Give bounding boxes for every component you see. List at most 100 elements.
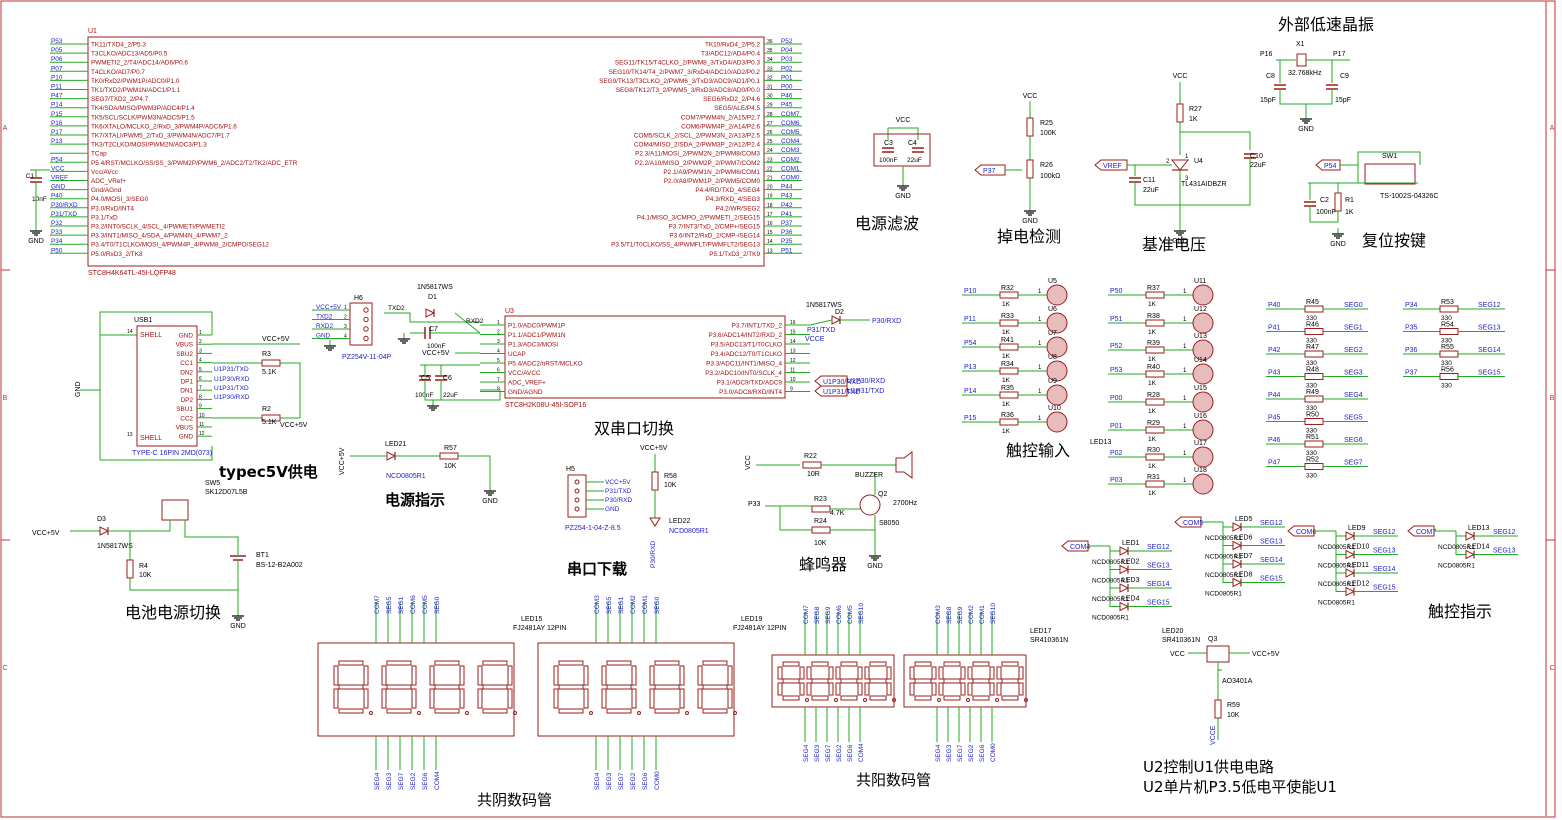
r27-val: 1K <box>1189 116 1198 123</box>
usb-pin-num: 7 <box>199 385 202 391</box>
touch-pin: 1 <box>1183 289 1187 295</box>
u1-left-net: GND <box>51 184 66 191</box>
touch-pad-ref: U17 <box>1194 440 1207 447</box>
touch-pad <box>1046 411 1068 433</box>
frame-row-label: A <box>1550 125 1555 132</box>
u1-pin-num: 29 <box>767 103 773 109</box>
segres-seg: SEG6 <box>1344 437 1363 444</box>
digit-dp <box>369 711 373 715</box>
tled-wire <box>1335 531 1346 592</box>
usb-pin-num: 11 <box>199 422 204 428</box>
u3-ref: U3 <box>505 308 514 315</box>
u3-txd2: TXD2 <box>388 305 405 312</box>
u1-right-net: P46 <box>781 93 793 100</box>
u3-gnd-wire <box>441 389 501 401</box>
touch-indicator-block: COM4LED1NCD0805R1SEG12LED2NCD0805R1SEG13… <box>1061 516 1518 622</box>
u1-pin-num: 15 <box>767 230 773 236</box>
touch-res-ref: R40 <box>1147 364 1160 371</box>
d2-ref: D2 <box>835 309 844 316</box>
u3-body <box>504 315 786 399</box>
tled-diode <box>1465 531 1476 541</box>
r58-resistor <box>651 471 659 491</box>
digit-dp <box>937 698 941 702</box>
u1-body <box>87 36 765 267</box>
touch-res-val: 1K <box>1002 428 1011 435</box>
u1-pin-num: 23 <box>767 157 773 163</box>
touch-resistor <box>999 319 1019 327</box>
tled-part: NCD0805R1 <box>1318 600 1355 607</box>
h5-pin <box>574 506 580 512</box>
usb-pin-num: 14 <box>127 329 133 335</box>
u1-ref: U1 <box>88 28 97 35</box>
display-ref: LED15 <box>521 616 543 623</box>
segres-ref: R54 <box>1441 322 1454 329</box>
segres-val: 330 <box>1306 360 1317 367</box>
digit-segment <box>967 682 973 696</box>
touch-res-val: 1K <box>1148 463 1157 470</box>
display-bot-net: SEG6 <box>979 744 986 762</box>
net-flag-label: VREF <box>1103 163 1122 170</box>
usb-gnd-label: GND <box>75 381 82 397</box>
u3-left-pin: P1.0/ADC0/PWM1P <box>508 323 565 330</box>
h5-pin <box>574 497 580 503</box>
digit-segment <box>727 665 733 686</box>
u3-left-pin: P5.4/ADC2/nRST/MCLKO <box>508 361 583 368</box>
digit-dp <box>995 698 999 702</box>
h5-vcc: VCC+5V <box>640 445 668 452</box>
gnd-label: GND <box>230 623 246 630</box>
tled-diode <box>1345 568 1356 578</box>
tled-diode <box>1232 559 1243 569</box>
tled-seg: SEG15 <box>1260 576 1283 583</box>
u3-pin-num: 13 <box>790 349 796 355</box>
h6-pin-num: 4 <box>344 334 347 340</box>
touch-res-val: 1K <box>1148 380 1157 387</box>
digit-dp <box>685 711 689 715</box>
digit-segment <box>459 688 465 709</box>
bt1-part: BS-12-B2A002 <box>256 562 303 569</box>
d1-part: 1N5817WS <box>417 284 453 291</box>
touch-res-ref: R28 <box>1147 392 1160 399</box>
u1-right-pin: SEG11/TK15/T4CLKO_2/PWM8_3/TxD4/AD3/P0.3 <box>615 60 761 67</box>
u3-pin-num: 7 <box>497 377 500 383</box>
digit-segment <box>931 682 937 696</box>
led22-ref: LED22 <box>669 518 691 525</box>
digit-segment <box>697 665 703 686</box>
usb-pin-num: 4 <box>199 358 202 364</box>
r58-ref: R58 <box>664 473 677 480</box>
touch-pin: 1 <box>1183 478 1187 484</box>
touch-pad-ref: U7 <box>1048 330 1057 337</box>
tled-part: NCD0805R1 <box>1092 578 1129 585</box>
u3-p31-net: P31/TXD <box>807 327 835 334</box>
r2-ref: R2 <box>262 406 271 413</box>
tled-part: NCD0805R1 <box>1092 559 1129 566</box>
u1-pin-num: 27 <box>767 121 773 127</box>
segres-ref: R49 <box>1306 389 1319 396</box>
digit-segment <box>386 660 412 666</box>
h6-net: GND <box>316 333 331 340</box>
tled-ref: LED5 <box>1235 516 1253 523</box>
h6-pin-num: 2 <box>344 315 347 321</box>
tled-ref: LED9 <box>1348 525 1366 532</box>
touch-net: P52 <box>1110 343 1123 350</box>
tled-ref: LED11 <box>1348 562 1369 569</box>
touch-res-val: 1K <box>1002 401 1011 408</box>
u1-left-pin: Gnd/AGnd <box>91 187 122 194</box>
u1-left-pin: T3CLKO/ADC13/AD5/P0.5 <box>91 51 168 58</box>
gnd-label: GND <box>1022 218 1038 225</box>
u3-vcc: VCC+5V <box>422 350 450 357</box>
u1-left-pin: T4CLKO/AD7/P0.7 <box>91 69 145 76</box>
sw5-switch <box>161 499 189 521</box>
u1-cap-ref: C1 <box>26 173 35 180</box>
u1-right-pin: COM5/SCLK_2/SCL_2/PWM3N_2/A13/P2.5 <box>634 133 761 140</box>
segres-seg: SEG14 <box>1478 347 1501 354</box>
display-ref: LED20 <box>1162 628 1184 635</box>
tled-seg: SEG13 <box>1373 548 1396 555</box>
u3-pin-num: 1 <box>497 320 500 326</box>
touch-net: P10 <box>964 288 977 295</box>
digit-segment <box>938 682 944 696</box>
u4-ref: U4 <box>1194 158 1203 165</box>
display-top-net: COM6 <box>836 605 843 624</box>
u1-right-pin: COM4/MISO_2/SDA_2/PWM3P_2/A12/P2.4 <box>634 142 761 149</box>
segres-val: 330 <box>1306 315 1317 322</box>
